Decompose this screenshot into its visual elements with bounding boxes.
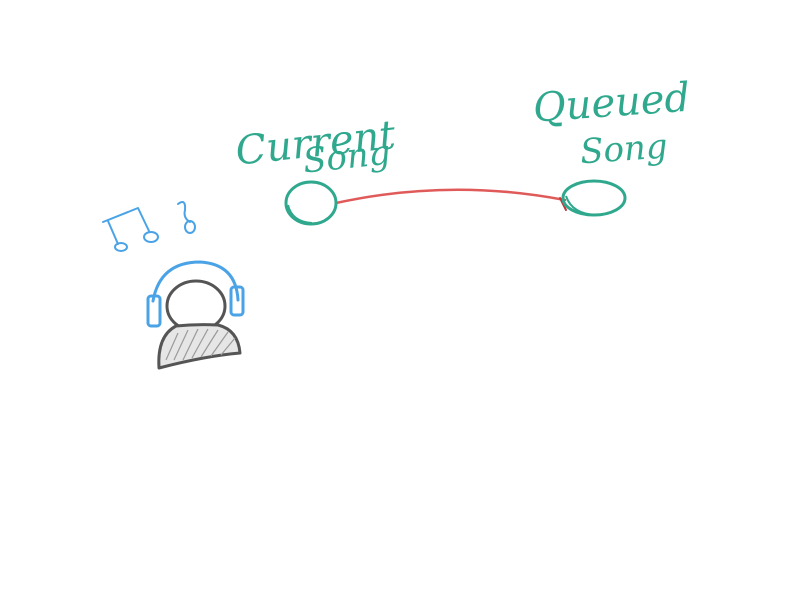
song-connection-line xyxy=(334,188,567,205)
headphones-icon xyxy=(151,260,240,303)
queued-song-circle xyxy=(561,179,627,217)
queued-song-node[interactable] xyxy=(561,179,627,217)
current-song-circle xyxy=(284,180,338,226)
music-notes-icon xyxy=(102,201,196,252)
song-connection-line-end xyxy=(559,197,567,211)
queued-song-label-line1: Queued xyxy=(531,75,691,132)
listener-icon xyxy=(146,260,245,370)
listener-body xyxy=(157,323,242,370)
current-song-label: Current Song xyxy=(233,112,398,182)
queued-song-label-line2: Song xyxy=(579,126,669,172)
current-song-label-line2: Song xyxy=(301,133,392,182)
current-song-node[interactable] xyxy=(284,180,338,226)
queued-song-label: Queued Song xyxy=(531,75,691,173)
